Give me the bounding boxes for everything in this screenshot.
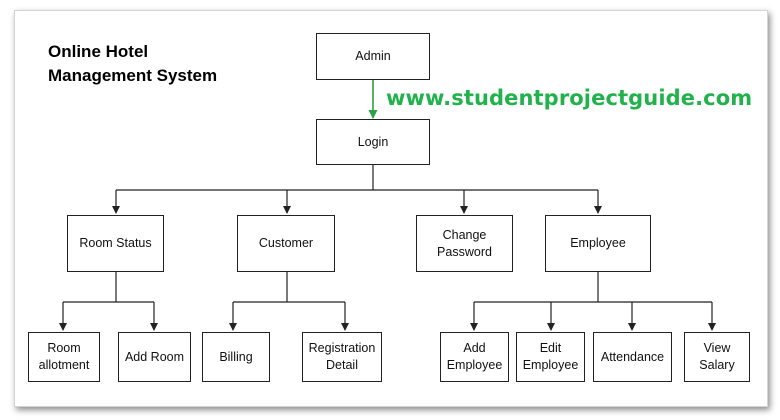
node-billing-label: Billing bbox=[219, 349, 253, 364]
connector-customer-children bbox=[229, 272, 349, 331]
diagram-title: Online Hotel Management System bbox=[48, 40, 217, 88]
node-employee-label: Employee bbox=[570, 236, 626, 250]
node-change-password-line2: Password bbox=[437, 244, 492, 259]
node-room-status: Room Status bbox=[67, 215, 164, 272]
node-registration-detail-line2: Detail bbox=[326, 358, 358, 372]
node-edit-employee-line1: Edit bbox=[539, 341, 562, 355]
node-add-room-label: Add Room bbox=[124, 349, 185, 364]
connector-login-children bbox=[112, 165, 602, 214]
node-change-password: Change Password bbox=[416, 215, 513, 272]
node-employee: Employee bbox=[545, 215, 651, 272]
node-add-employee-line1: Add bbox=[463, 341, 486, 355]
node-attendance: Attendance bbox=[593, 332, 672, 382]
node-admin-label: Admin bbox=[355, 49, 391, 63]
node-room-allotment-line1: Room bbox=[47, 341, 81, 355]
node-login-label: Login bbox=[357, 134, 389, 149]
node-attendance-label: Attendance bbox=[600, 349, 665, 364]
node-customer: Customer bbox=[237, 215, 335, 272]
connector-room-status-children bbox=[59, 272, 158, 331]
node-edit-employee: Edit Employee bbox=[516, 332, 585, 382]
node-view-salary-line1: View bbox=[703, 341, 731, 355]
node-login: Login bbox=[316, 119, 430, 165]
connector-employee-children bbox=[470, 272, 716, 331]
node-edit-employee-line2: Employee bbox=[522, 358, 579, 372]
watermark-url: www.studentprojectguide.com bbox=[386, 86, 753, 110]
node-registration-detail-line1: Registration bbox=[308, 341, 376, 355]
node-view-salary-line2: Salary bbox=[699, 358, 735, 372]
node-registration-detail: Registration Detail bbox=[302, 332, 382, 382]
node-billing: Billing bbox=[202, 332, 270, 382]
title-line-1: Online Hotel bbox=[48, 42, 149, 61]
node-room-status-label: Room Status bbox=[79, 236, 152, 250]
node-add-employee: Add Employee bbox=[440, 332, 509, 382]
node-admin: Admin bbox=[316, 33, 430, 80]
node-view-salary: View Salary bbox=[684, 332, 750, 382]
title-line-2: Management System bbox=[48, 66, 218, 85]
node-add-employee-line2: Employee bbox=[446, 358, 503, 372]
node-room-allotment: Room allotment bbox=[28, 332, 100, 382]
node-change-password-line1: Change bbox=[442, 227, 487, 242]
node-customer-label: Customer bbox=[258, 236, 314, 250]
node-room-allotment-line2: allotment bbox=[38, 358, 90, 372]
node-add-room: Add Room bbox=[118, 332, 191, 382]
